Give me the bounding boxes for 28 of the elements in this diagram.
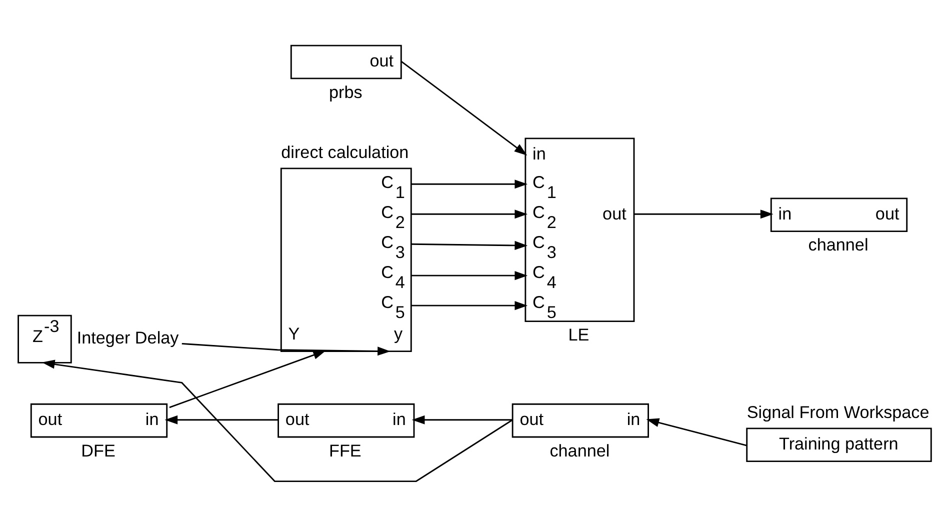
- node-label: LE: [568, 324, 590, 344]
- node-label: channel: [550, 440, 610, 460]
- arrow: [182, 342, 390, 356]
- node-label: Integer Delay: [76, 327, 179, 348]
- node-label: FFE: [329, 440, 362, 460]
- node-label: channel: [808, 234, 868, 254]
- arrow: [411, 179, 528, 188]
- arrow: [634, 209, 774, 218]
- arrow: [400, 60, 528, 155]
- arrow: [42, 359, 513, 482]
- node-label: DFE: [81, 440, 116, 460]
- node-label: prbs: [329, 81, 362, 102]
- node-box: out in: [30, 402, 168, 438]
- node-box: out in: [512, 402, 649, 438]
- arrow: [646, 418, 748, 446]
- node-label: Signal From Workspace: [746, 401, 930, 422]
- arrow: [412, 414, 513, 424]
- arrow: [411, 300, 528, 310]
- arrow: [411, 209, 528, 218]
- arrow: [164, 414, 278, 424]
- node-box: Training pattern: [746, 427, 932, 462]
- arrow: [169, 350, 326, 408]
- node-label: direct calculation: [281, 141, 409, 162]
- arrow: [411, 240, 528, 250]
- arrow: [411, 270, 528, 280]
- node-box: out: [290, 44, 402, 79]
- node-box: in out: [770, 197, 908, 232]
- node-box: out in: [278, 402, 415, 438]
